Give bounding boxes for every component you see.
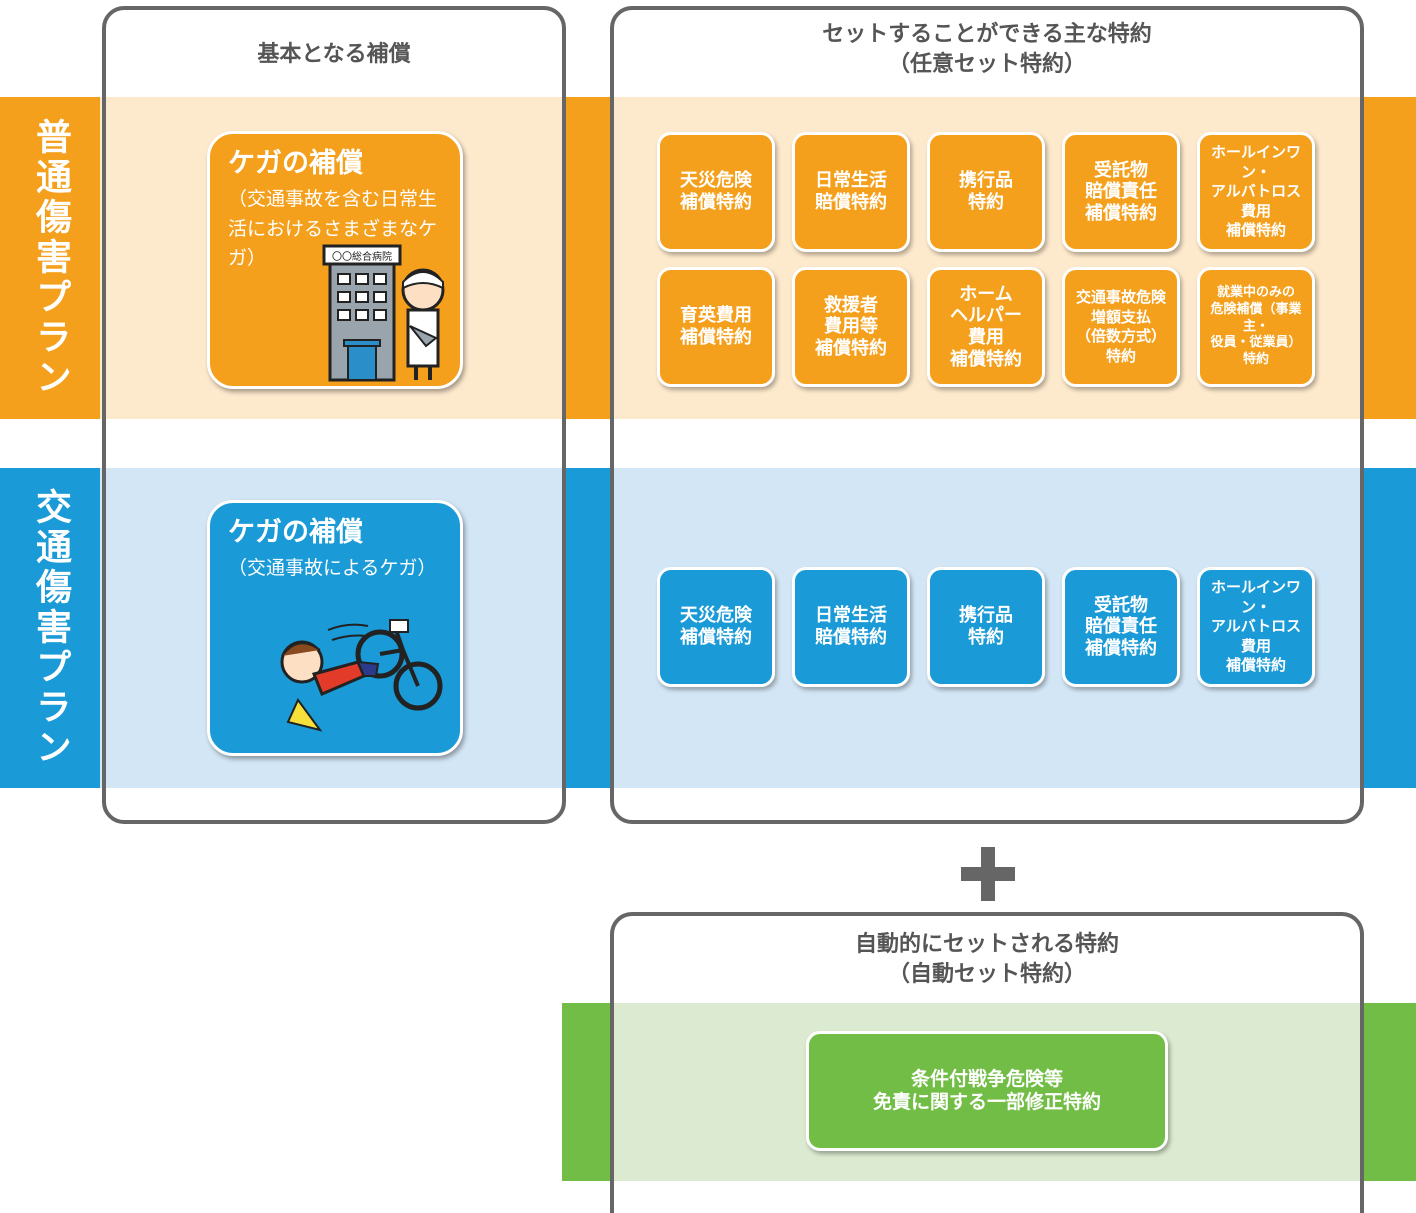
plan2-rider-tile: 天災危険 補償特約 (657, 567, 775, 687)
optional-riders-title-line2: （任意セット特約） (887, 51, 1086, 77)
hospital-injured-illustration: 〇〇総合病院 (322, 244, 445, 382)
auto-band-right (1362, 1003, 1416, 1181)
plan1-rider-tile: 就業中のみの 危険補償（事業主・ 役員・従業員） 特約 (1197, 267, 1315, 387)
plan2-label: 交通傷害プラン (30, 488, 71, 768)
optional-riders-title-line1: セットすることができる主な特約 (822, 22, 1152, 47)
plan1-rider-tile: 交通事故危険 増額支払 （倍数方式） 特約 (1062, 267, 1180, 387)
auto-rider-line2: 免責に関する一部修正特約 (872, 1091, 1101, 1113)
hospital-sign: 〇〇総合病院 (332, 250, 392, 263)
plan1-rider-tile: 育英費用 補償特約 (657, 267, 775, 387)
plan2-rider-tile: 日常生活 賠償特約 (792, 567, 910, 687)
plan2-card-desc: （交通事故によるケガ） (228, 557, 437, 580)
plan1-rider-tile: ホーム ヘルパー 費用 補償特約 (927, 267, 1045, 387)
plan2-card-title: ケガの補償 (228, 517, 363, 548)
auto-band-left (562, 1003, 612, 1181)
plan1-rider-tile: 天災危険 補償特約 (657, 132, 775, 252)
bicycle-fall-illustration (280, 619, 443, 732)
plan2-rider-tile: ホールインワン・ アルバトロス 費用 補償特約 (1197, 567, 1315, 687)
plan2-band-gap (566, 468, 610, 788)
optional-riders-panel (610, 6, 1364, 824)
plan2-rider-tile: 受託物 賠償責任 補償特約 (1062, 567, 1180, 687)
plan1-rider-tile: 日常生活 賠償特約 (792, 132, 910, 252)
auto-riders-title: 自動的にセットされる特約 （自動セット特約） (610, 930, 1364, 989)
basic-coverage-title: 基本となる補償 (257, 42, 411, 67)
auto-rider-line1: 条件付戦争危険等 (910, 1068, 1063, 1091)
plan2-rider-tile: 携行品 特約 (927, 567, 1045, 687)
auto-rider-tile: 条件付戦争危険等 免責に関する一部修正特約 (806, 1031, 1168, 1151)
auto-riders-title-line1: 自動的にセットされる特約 (854, 932, 1119, 957)
plan2-band-right (1362, 468, 1416, 788)
plan2-band-left (0, 468, 100, 788)
plan1-card-desc: （交通事故を含む日常生活におけるさまざまなケガ） (228, 188, 438, 269)
plan1-band-left (0, 97, 100, 419)
plan1-label: 普通傷害プラン (30, 118, 71, 398)
plan1-rider-tile: 受託物 賠償責任 補償特約 (1062, 132, 1180, 252)
plan1-rider-tile: 携行品 特約 (927, 132, 1045, 252)
plan1-band-right (1362, 97, 1416, 419)
plan1-band-gap (566, 97, 610, 419)
plan1-card-title: ケガの補償 (228, 148, 363, 179)
basic-coverage-panel (102, 6, 566, 824)
auto-riders-title-line2: （自動セット特約） (887, 961, 1086, 987)
plan1-rider-tile: 救援者 費用等 補償特約 (792, 267, 910, 387)
plan1-rider-tile: ホールインワン・ アルバトロス 費用 補償特約 (1197, 132, 1315, 252)
optional-riders-title: セットすることができる主な特約 （任意セット特約） (610, 20, 1364, 79)
auto-riders-panel (610, 912, 1364, 1213)
